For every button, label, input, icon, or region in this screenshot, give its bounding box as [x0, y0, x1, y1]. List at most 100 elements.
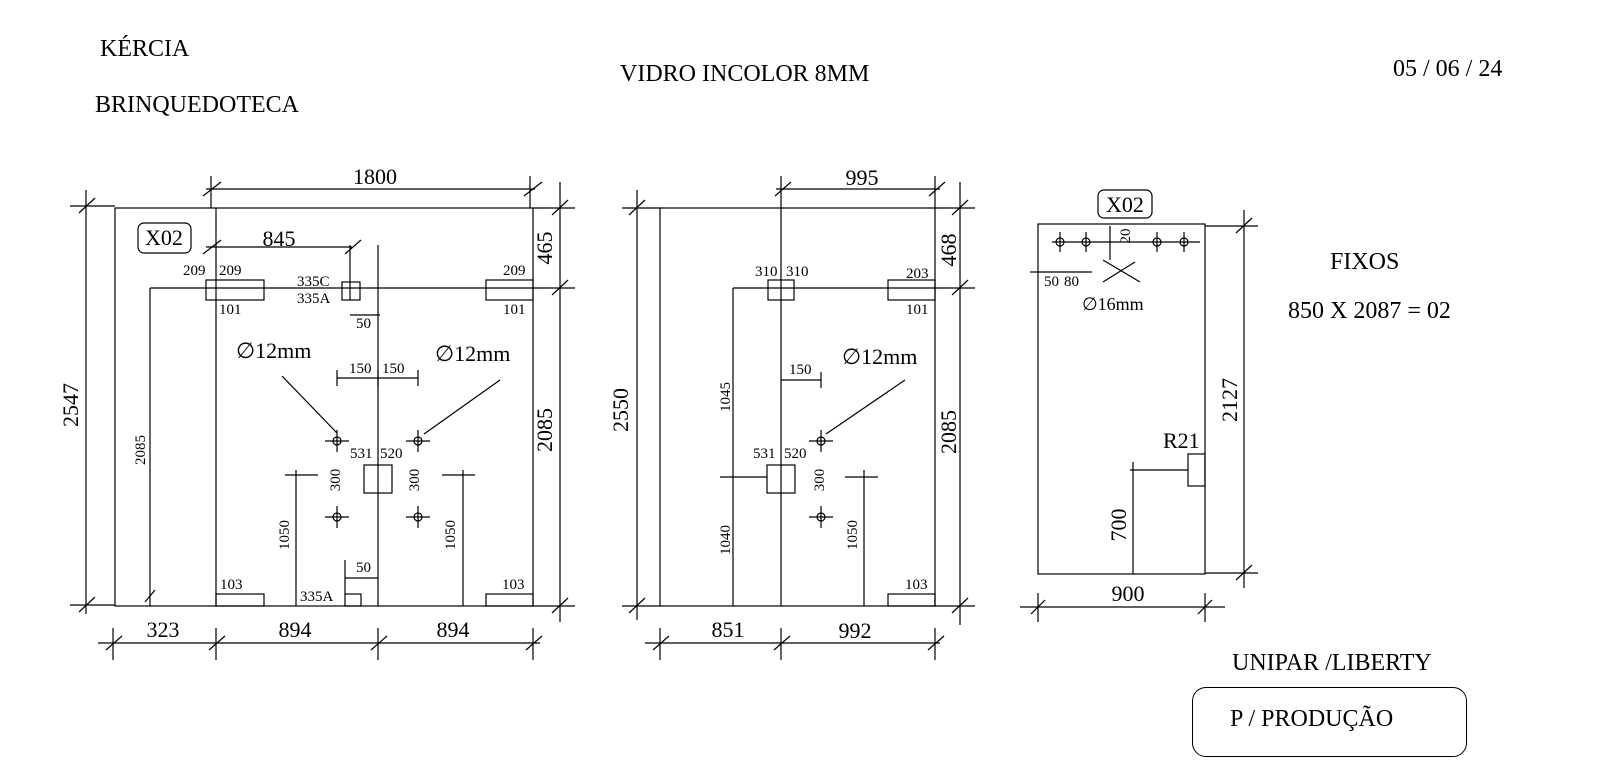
vertical-1050: 1050	[845, 520, 861, 550]
material-title: VIDRO INCOLOR 8MM	[620, 61, 870, 87]
hinge-top-right	[485, 279, 534, 301]
panel-1-height: 2547	[58, 383, 83, 427]
hole-marker	[406, 430, 430, 452]
room-name: BRINQUEDOTECA	[95, 92, 299, 118]
hinge-label: 209	[503, 263, 526, 279]
hole-marker	[1179, 232, 1189, 252]
panel-3-outline	[1037, 223, 1206, 575]
lock-label: 335A	[297, 291, 331, 307]
lock-label: 335C	[297, 274, 330, 290]
floor-label: 103	[220, 577, 243, 593]
panel-2-left-inner: 1045	[718, 382, 734, 412]
panel-1-dimensions	[70, 176, 575, 660]
lock-top	[341, 281, 361, 301]
hinge-label: 209	[183, 263, 206, 279]
handle-offset: 150	[349, 361, 372, 377]
hinge-label: 101	[503, 302, 526, 318]
production-stamp: P / PRODUÇÃO	[1192, 687, 1467, 757]
floor-label: 103	[905, 577, 928, 593]
floor-bracket-right	[887, 593, 936, 607]
panel-3-height: 2127	[1217, 378, 1242, 422]
panel-1-top-offset: 845	[263, 226, 296, 251]
hinge-label: 209	[219, 263, 242, 279]
panel-2-height: 2550	[608, 388, 633, 432]
lock-label: 50	[356, 316, 371, 332]
panel-2-dimensions	[622, 176, 975, 660]
panel-3-tag-box	[1097, 189, 1153, 219]
panel-2-right-main: 2085	[936, 410, 961, 454]
hole-marker	[406, 506, 430, 528]
center-label: 520	[784, 446, 807, 462]
hole-marker	[325, 430, 349, 452]
panel-1-right-top: 465	[532, 232, 557, 265]
production-stamp-label: P / PRODUÇÃO	[1230, 706, 1394, 732]
panel-1-bottom-seg: 894	[437, 617, 470, 642]
panel-2-left-lower: 1040	[718, 525, 734, 555]
center-label: 531	[753, 446, 776, 462]
vertical-300: 300	[812, 469, 828, 492]
panel-2-right-top: 468	[936, 234, 961, 267]
hinge-top-left	[205, 279, 265, 301]
panel-3-hole: ∅16mm	[1082, 294, 1144, 314]
fixos-spec: 850 X 2087 = 02	[1288, 298, 1451, 324]
center-lock	[363, 464, 393, 494]
handle-offset: 150	[382, 361, 405, 377]
hole-marker	[325, 506, 349, 528]
vertical-1050: 1050	[443, 520, 459, 550]
panel-2-geometry	[659, 207, 936, 607]
panel-2-width: 995	[846, 165, 879, 190]
floor-bracket-left	[215, 593, 265, 607]
panel-1-tag-box	[137, 222, 192, 254]
center-label: 520	[380, 446, 403, 462]
panel-3-width: 900	[1112, 581, 1145, 606]
hole-marker	[809, 506, 833, 528]
panel-3-radius: R21	[1163, 428, 1200, 453]
hole-marker	[1081, 232, 1091, 252]
hole-marker	[809, 430, 833, 452]
hinge-top-left	[767, 279, 795, 301]
panel-3-spacing: 80	[1064, 274, 1079, 290]
hole-label-left: ∅12mm	[236, 338, 311, 363]
panel-3-geometry	[1030, 223, 1206, 575]
hinge-label: 310	[755, 264, 778, 280]
bottom-lock-label: 335A	[300, 589, 334, 605]
hole-label: ∅12mm	[842, 344, 917, 369]
bottom-lock-label: 50	[356, 560, 371, 576]
panel-1-geometry	[114, 207, 534, 607]
hinge-top-right	[887, 279, 936, 301]
notch-r21	[1187, 453, 1206, 487]
panel-1-bottom-seg: 323	[147, 617, 180, 642]
floor-bracket-right	[485, 593, 534, 607]
handle-offset: 150	[789, 362, 812, 378]
hinge-label: 101	[906, 302, 929, 318]
center-label: 531	[350, 446, 373, 462]
hinge-label: 310	[786, 264, 809, 280]
hole-label-right: ∅12mm	[435, 341, 510, 366]
panel-3-tag: X02	[1106, 192, 1144, 217]
fixos-title: FIXOS	[1330, 249, 1400, 275]
panel-3-spacing: 50	[1044, 274, 1059, 290]
panel-3-top-20: 20	[1118, 229, 1134, 244]
panel-1-left-inner: 2085	[133, 435, 149, 465]
panel-1-tag: X02	[145, 225, 183, 250]
client-name: KÉRCIA	[100, 36, 190, 62]
hole-marker	[1152, 232, 1162, 252]
panel-3-dimensions	[1020, 210, 1258, 622]
hinge-label: 203	[906, 266, 929, 282]
panel-2-outline	[659, 207, 936, 607]
center-lock	[766, 464, 796, 494]
vertical-300: 300	[328, 469, 344, 492]
hinge-label: 101	[219, 302, 242, 318]
floor-label: 103	[502, 577, 525, 593]
hole-marker	[1055, 232, 1065, 252]
supplier-label: UNIPAR /LIBERTY	[1232, 650, 1432, 676]
panel-3-lower: 700	[1106, 509, 1131, 542]
drawing-date: 05 / 06 / 24	[1393, 56, 1503, 82]
panel-2-bottom-seg: 851	[712, 617, 745, 642]
floor-lock	[344, 593, 362, 607]
vertical-1050: 1050	[277, 520, 293, 550]
panel-1-bottom-seg: 894	[279, 617, 312, 642]
panel-2-bottom-seg: 992	[839, 618, 872, 643]
